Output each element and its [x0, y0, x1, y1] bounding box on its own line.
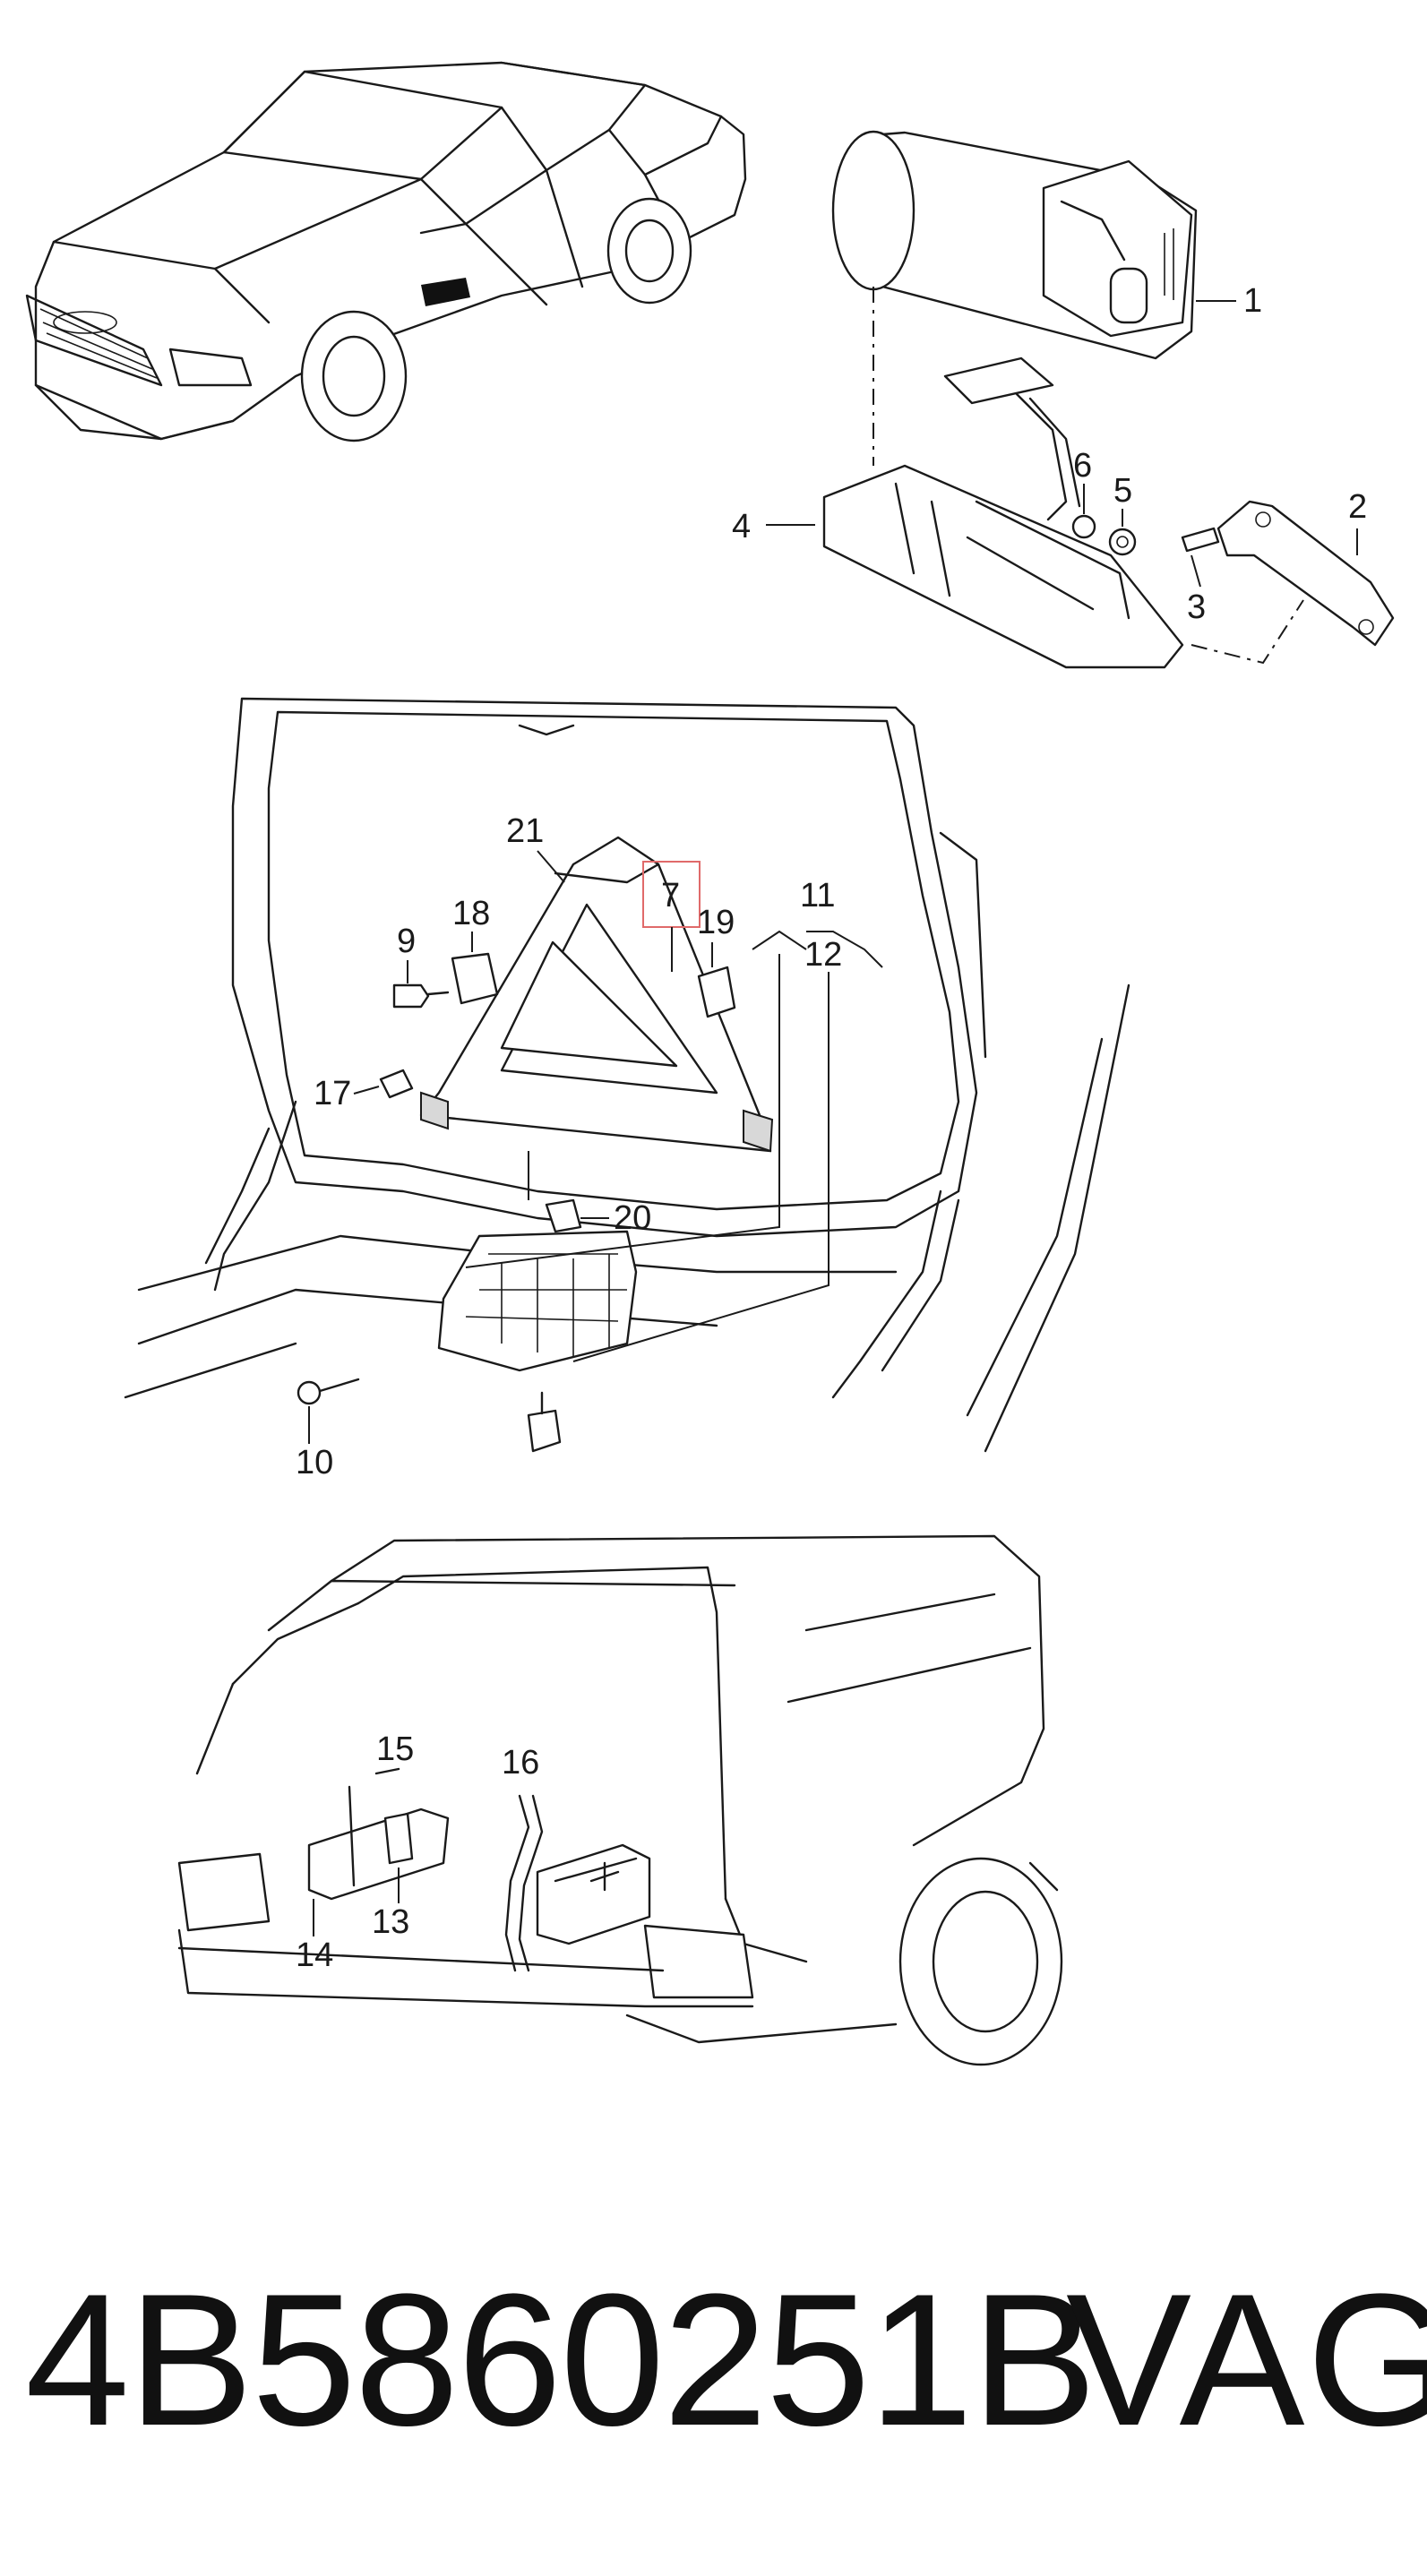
- callout-18: 18: [452, 895, 490, 932]
- callout-17: 17: [314, 1075, 351, 1112]
- callout-10: 10: [296, 1444, 333, 1481]
- callout-7: 7: [661, 877, 680, 914]
- callout-20: 20: [614, 1199, 651, 1237]
- callout-3: 3: [1187, 588, 1206, 626]
- callout-labels: 1 2 3 4 5 6 7 9 10 11 12 13 14 15 16 17 …: [296, 282, 1367, 1974]
- callout-15: 15: [376, 1730, 414, 1768]
- callout-6: 6: [1073, 447, 1092, 485]
- callout-5: 5: [1113, 472, 1132, 510]
- callout-9: 9: [397, 923, 416, 960]
- callout-19: 19: [697, 904, 735, 941]
- callout-16: 16: [502, 1744, 539, 1782]
- callout-4: 4: [732, 508, 751, 545]
- callout-11: 11: [800, 877, 835, 914]
- brand-name: VAG: [1066, 2254, 1427, 2465]
- callout-2: 2: [1348, 488, 1367, 526]
- callout-13: 13: [372, 1903, 409, 1941]
- callout-21: 21: [506, 812, 544, 850]
- callout-14: 14: [296, 1936, 333, 1974]
- callout-12: 12: [804, 936, 842, 974]
- callout-1: 1: [1243, 282, 1262, 320]
- part-number: 4B5860251B: [25, 2254, 1096, 2465]
- wagon-rear-illustration: [177, 1534, 1063, 2066]
- parts-diagram: 1 2 3 4 5 6 7 9 10 11 12 13 14 15 16 17 …: [25, 61, 1395, 2066]
- trunk-lid-illustration: [124, 697, 1130, 1453]
- sedan-illustration: [25, 61, 747, 442]
- spare-parts-assembly: [822, 130, 1395, 669]
- footer: 4B5860251B VAG: [0, 2239, 1427, 2508]
